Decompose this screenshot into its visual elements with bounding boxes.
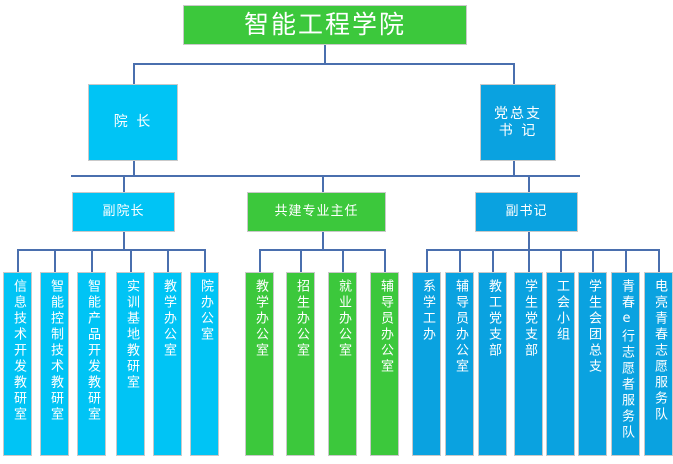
leaf-info-tech-dev-office[interactable]: 信息技术开发教研室 <box>3 272 32 456</box>
connector-groupA-drop-6 <box>204 249 206 272</box>
leaf-counselor-office-b[interactable]: 辅导员办公室 <box>370 272 399 456</box>
connector-groupC-drop-1 <box>426 249 428 272</box>
connector-groupA-stem <box>123 232 125 249</box>
connector-groupC-bus <box>426 249 658 251</box>
node-party-secretary-line2: 书 记 <box>498 122 538 139</box>
connector-groupC-drop-6 <box>592 249 594 272</box>
org-root-node[interactable]: 智能工程学院 <box>183 5 467 45</box>
node-vice-dean[interactable]: 副院长 <box>72 192 175 232</box>
connector-root-to-secretary <box>513 63 515 84</box>
connector-groupC-drop-4 <box>528 249 530 272</box>
node-party-secretary[interactable]: 党总支 书 记 <box>480 84 556 161</box>
connector-groupC-drop-8 <box>658 249 660 272</box>
leaf-college-admin-office[interactable]: 院办公室 <box>190 272 219 456</box>
leaf-admissions-office[interactable]: 招生办公室 <box>286 272 315 456</box>
leaf-light-youth-volunteer-team[interactable]: 电亮青春志愿服务队 <box>644 272 673 456</box>
connector-groupC-stem <box>528 232 530 249</box>
connector-groupC-drop-3 <box>492 249 494 272</box>
connector-secretary-stem <box>513 161 515 175</box>
connector-dean-to-vicedean <box>123 175 125 192</box>
leaf-intelligent-control-office[interactable]: 智能控制技术教研室 <box>40 272 69 456</box>
leaf-student-union-youth-league[interactable]: 学生会团总支 <box>578 272 607 456</box>
connector-root-stem <box>324 45 326 63</box>
connector-groupC-drop-7 <box>625 249 627 272</box>
leaf-staff-party-branch[interactable]: 教工党支部 <box>478 272 507 456</box>
connector-root-to-dean <box>133 63 135 84</box>
connector-dean-stem <box>133 161 135 175</box>
connector-secretary-to-vicesecretary <box>528 175 530 192</box>
node-joint-major-head[interactable]: 共建专业主任 <box>247 192 386 232</box>
connector-groupC-drop-5 <box>560 249 562 272</box>
connector-groupA-drop-2 <box>54 249 56 272</box>
node-party-secretary-line1: 党总支 <box>494 106 542 123</box>
connector-groupA-drop-5 <box>167 249 169 272</box>
connector-groupB-stem <box>322 232 324 249</box>
connector-secretary-bus <box>337 175 580 177</box>
leaf-union-group[interactable]: 工会小组 <box>546 272 575 456</box>
leaf-employment-office[interactable]: 就业办公室 <box>328 272 357 456</box>
connector-dean-to-major-head <box>322 175 324 192</box>
connector-groupB-bus <box>259 249 384 251</box>
connector-dean-bus <box>71 175 337 177</box>
connector-groupC-drop-2 <box>459 249 461 272</box>
leaf-student-party-branch[interactable]: 学生党支部 <box>514 272 543 456</box>
connector-groupA-bus <box>17 249 204 251</box>
connector-groupA-drop-1 <box>17 249 19 272</box>
node-dean[interactable]: 院 长 <box>88 84 178 161</box>
connector-groupB-drop-2 <box>300 249 302 272</box>
connector-groupB-drop-4 <box>384 249 386 272</box>
leaf-counselor-office-c[interactable]: 辅导员办公室 <box>445 272 474 456</box>
connector-groupB-drop-1 <box>259 249 261 272</box>
connector-groupA-drop-4 <box>130 249 132 272</box>
leaf-teaching-office-b[interactable]: 教学办公室 <box>245 272 274 456</box>
node-vice-secretary[interactable]: 副书记 <box>475 192 578 232</box>
leaf-student-affairs-office[interactable]: 系学工办 <box>412 272 441 456</box>
connector-root-bus <box>133 63 514 65</box>
leaf-training-base-office[interactable]: 实训基地教研室 <box>116 272 145 456</box>
leaf-intelligent-product-office[interactable]: 智能产品开发教研室 <box>77 272 106 456</box>
leaf-youth-e-volunteer-team[interactable]: 青春e行志愿者服务队 <box>611 272 640 456</box>
connector-groupB-drop-3 <box>342 249 344 272</box>
leaf-teaching-office-a[interactable]: 教学办公室 <box>153 272 182 456</box>
connector-groupA-drop-3 <box>91 249 93 272</box>
